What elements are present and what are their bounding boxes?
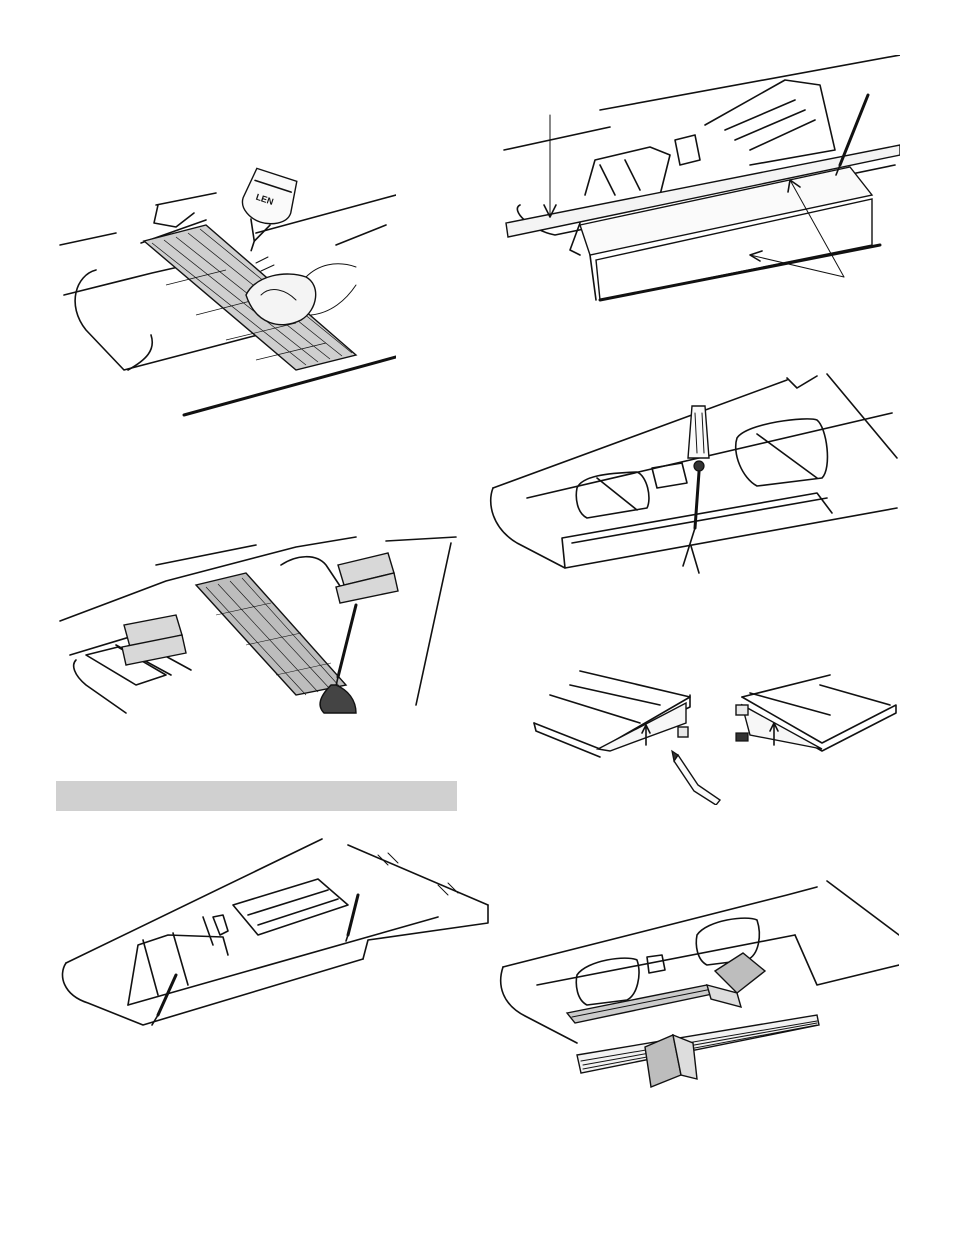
section-header-bar [56,781,457,811]
sanding-blocks-and-knife-icon [56,535,461,715]
wing-trailing-edge-knife-icon [58,835,494,1035]
wing-sanding-blocks-icon [497,875,899,1095]
figure-sanding-blocks [56,535,461,715]
wing-screwdriver-icon [487,368,899,583]
figure-wing-sections-pencil [530,665,900,805]
figure-wing-screwdriver [487,368,899,583]
figure-trailing-edge-strips [500,55,900,315]
wing-section-pencil-icon [530,665,900,805]
figure-wing-sanding [497,875,899,1095]
glue-bottle-and-tissue-icon: LEN [56,165,396,425]
figure-wing-knives [58,835,494,1035]
trailing-edge-strips-with-arrows-icon [500,55,900,315]
figure-glue-bottle: LEN [56,165,396,425]
